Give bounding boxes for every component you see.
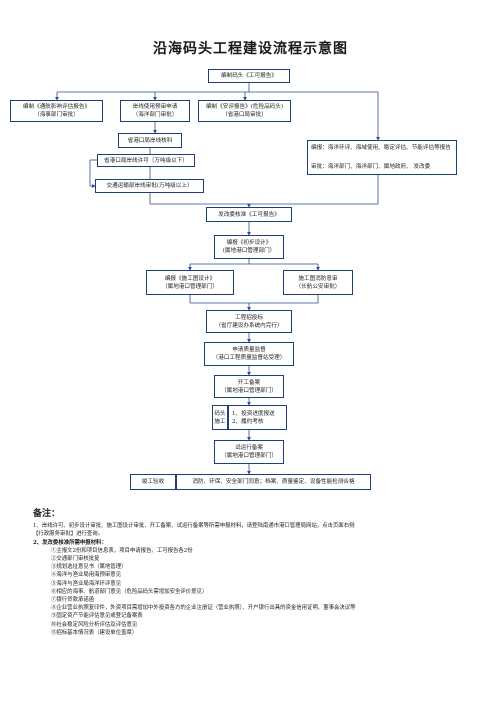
fire-review-title: 施工图消防意审	[298, 275, 338, 282]
progress-report-item2: 2、履约考核	[232, 418, 264, 425]
material-list-item: ④海洋与渔业局用海预审意见	[51, 572, 122, 579]
trial-operation-box: 试运行备案 （属地港口管理部门）	[214, 440, 284, 464]
material-list-item: ⑤海洋与渔业局海洋环评意见	[51, 580, 122, 587]
shoreline-permit-small-box: 省港口局岸线许可（万吨级以下）	[97, 154, 195, 167]
safety-assessment-dept: （省港口局审批）	[222, 112, 267, 118]
fire-review-box: 施工图消防意审 （长航公安审批）	[283, 270, 353, 295]
shoreline-pre-review-box: 岸线使用预审申请 （海洋部门审批）	[120, 100, 190, 122]
completion-acceptance-box: 竣工验收	[130, 474, 176, 490]
material-list-item: ⑪招标基本情况表（建设单位盖章）	[51, 629, 138, 636]
fire-review-dept: （长航公安审批）	[295, 283, 341, 290]
shoreline-pre-review-dept: （海洋部门审批）	[132, 112, 178, 118]
material-list-item: ①主报文2份和项目信息表，项目申请报告、工可报告各2份	[51, 547, 193, 554]
navigation-impact-box: 编制《通航影响评估报告》 （海事部门审批）	[10, 100, 103, 122]
trial-operation-dept: （属地港口管理部门）	[221, 453, 277, 459]
trial-operation-title: 试运行备案	[235, 445, 263, 451]
feasibility-report-box: 编制码头《工可报告》	[208, 69, 290, 83]
construction-drawing-box: 编报《施工图设计》 （属地港口管理部门）	[146, 270, 234, 295]
ndrc-approval-label: 发改委核准《工可报告》	[218, 211, 280, 218]
notes-section: 备注： 1、岸线许可、初步设计审批、施工图设计审批、开工备案、试运行备案等所需申…	[33, 509, 473, 637]
navigation-impact-title: 编制《通航影响评估报告》	[22, 104, 91, 110]
shoreline-permit-small-label: 省港口局岸线许可（万吨级以下）	[104, 157, 188, 164]
quality-supervision-box: 申请质量监督 （港口工程质量监督站受理）	[204, 342, 294, 366]
acceptance-conditions-box: 消防、环保、安全部门同意；档案、质量鉴定、设备性能检测合格	[176, 474, 371, 490]
feasibility-report-label: 编制码头《工可报告》	[221, 73, 277, 79]
navigation-impact-dept: （海事部门审批）	[34, 112, 79, 118]
bidding-dept: （省厅建设办系统内完行）	[215, 322, 283, 329]
safety-assessment-title: 编制《安评报告》(危险品码头)	[205, 104, 284, 110]
environmental-reports-approve: 审批：海洋部门、海洋部门、属地政府、 发改委	[311, 164, 431, 170]
notes-heading: 备注：	[33, 509, 61, 519]
start-filing-dept: （属地港口管理部门）	[221, 387, 277, 394]
material-list-item: ②交通部门审核批复	[51, 556, 100, 563]
preliminary-design-dept: (属地港口管理部门）	[222, 248, 276, 254]
completion-acceptance-label: 竣工验收	[141, 479, 165, 485]
progress-report-box: 1、投资进度报送 2、履约考核	[228, 405, 287, 430]
quality-supervision-dept: （港口工程质量监督站受理）	[212, 355, 286, 361]
material-list-item: ⑥相应的海事、航道部门意见（危险品码头需增加安全评价意见）	[51, 588, 208, 595]
bidding-title: 工程招投标	[235, 314, 263, 321]
environmental-reports-box: 编报：海洋环评、海域使用、稳定评估、节能评估等报告 审批：海洋部门、海洋部门、属…	[307, 140, 457, 175]
construction-drawing-title: 编报《施工图设计》	[164, 275, 216, 282]
environmental-reports-compile: 编报：海洋环评、海域使用、稳定评估、节能评估等报告	[311, 145, 451, 151]
progress-report-item1: 1、投资进度报送	[232, 410, 275, 417]
material-list-item: ⑨固定资产节能评估意见或登记备案表	[51, 613, 143, 620]
note-item-1-cont: 【行政服务审批】进行查询。	[33, 531, 104, 538]
material-list-item: ⑦银行贷款承诺函	[51, 597, 95, 604]
bidding-box: 工程招投标 （省厅建设办系统内完行）	[206, 310, 292, 333]
acceptance-conditions-label: 消防、环保、安全部门同意；档案、质量鉴定、设备性能检测合格	[192, 479, 355, 485]
shoreline-pre-review-title: 岸线使用预审申请	[132, 104, 178, 110]
preliminary-design-title: 编报《初步设计》	[226, 240, 272, 246]
shoreline-check-box: 省港口局岸线核科	[118, 133, 182, 148]
preliminary-design-box: 编报《初步设计》 (属地港口管理部门）	[214, 235, 284, 259]
material-list-item: ⑧企业营业执照复印件，外资项目需增加中外投资各方的企业注册证（营业执照）、开户银…	[51, 605, 356, 612]
wharf-construction-line2: 施工	[214, 418, 226, 425]
shoreline-check-label: 省港口局岸线核科	[127, 137, 173, 144]
note-item-1: 1、岸线许可、初步设计审批、施工图设计审批、开工备案、试运行备案等所需申报材料，…	[33, 523, 355, 530]
page-title: 沿海码头工程建设流程示意图	[153, 41, 348, 57]
start-filing-box: 开工备案 （属地港口管理部门）	[214, 375, 284, 398]
construction-drawing-dept: （属地港口管理部门）	[162, 283, 218, 290]
wharf-construction-line1: 码头	[214, 410, 226, 417]
start-filing-title: 开工备案	[237, 379, 261, 386]
wharf-construction-box: 码头 施工	[212, 405, 228, 430]
quality-supervision-title: 申请质量监督	[232, 347, 266, 353]
shoreline-permit-large-box: 交通运输部岸线审批(万吨级以上）	[95, 179, 204, 193]
material-list-item: ③规划选址意见书（属地管理）	[51, 564, 127, 571]
safety-assessment-box: 编制《安评报告》(危险品码头) （省港口局审批）	[198, 100, 291, 122]
ndrc-approval-box: 发改委核准《工可报告》	[206, 207, 292, 222]
note-item-2: 2、发改委核准所需申报材料：	[33, 539, 107, 546]
material-list-item: ⑩社会稳定风险分析评估及评估意见	[51, 621, 138, 628]
shoreline-permit-large-label: 交通运输部岸线审批(万吨级以上）	[106, 183, 193, 189]
